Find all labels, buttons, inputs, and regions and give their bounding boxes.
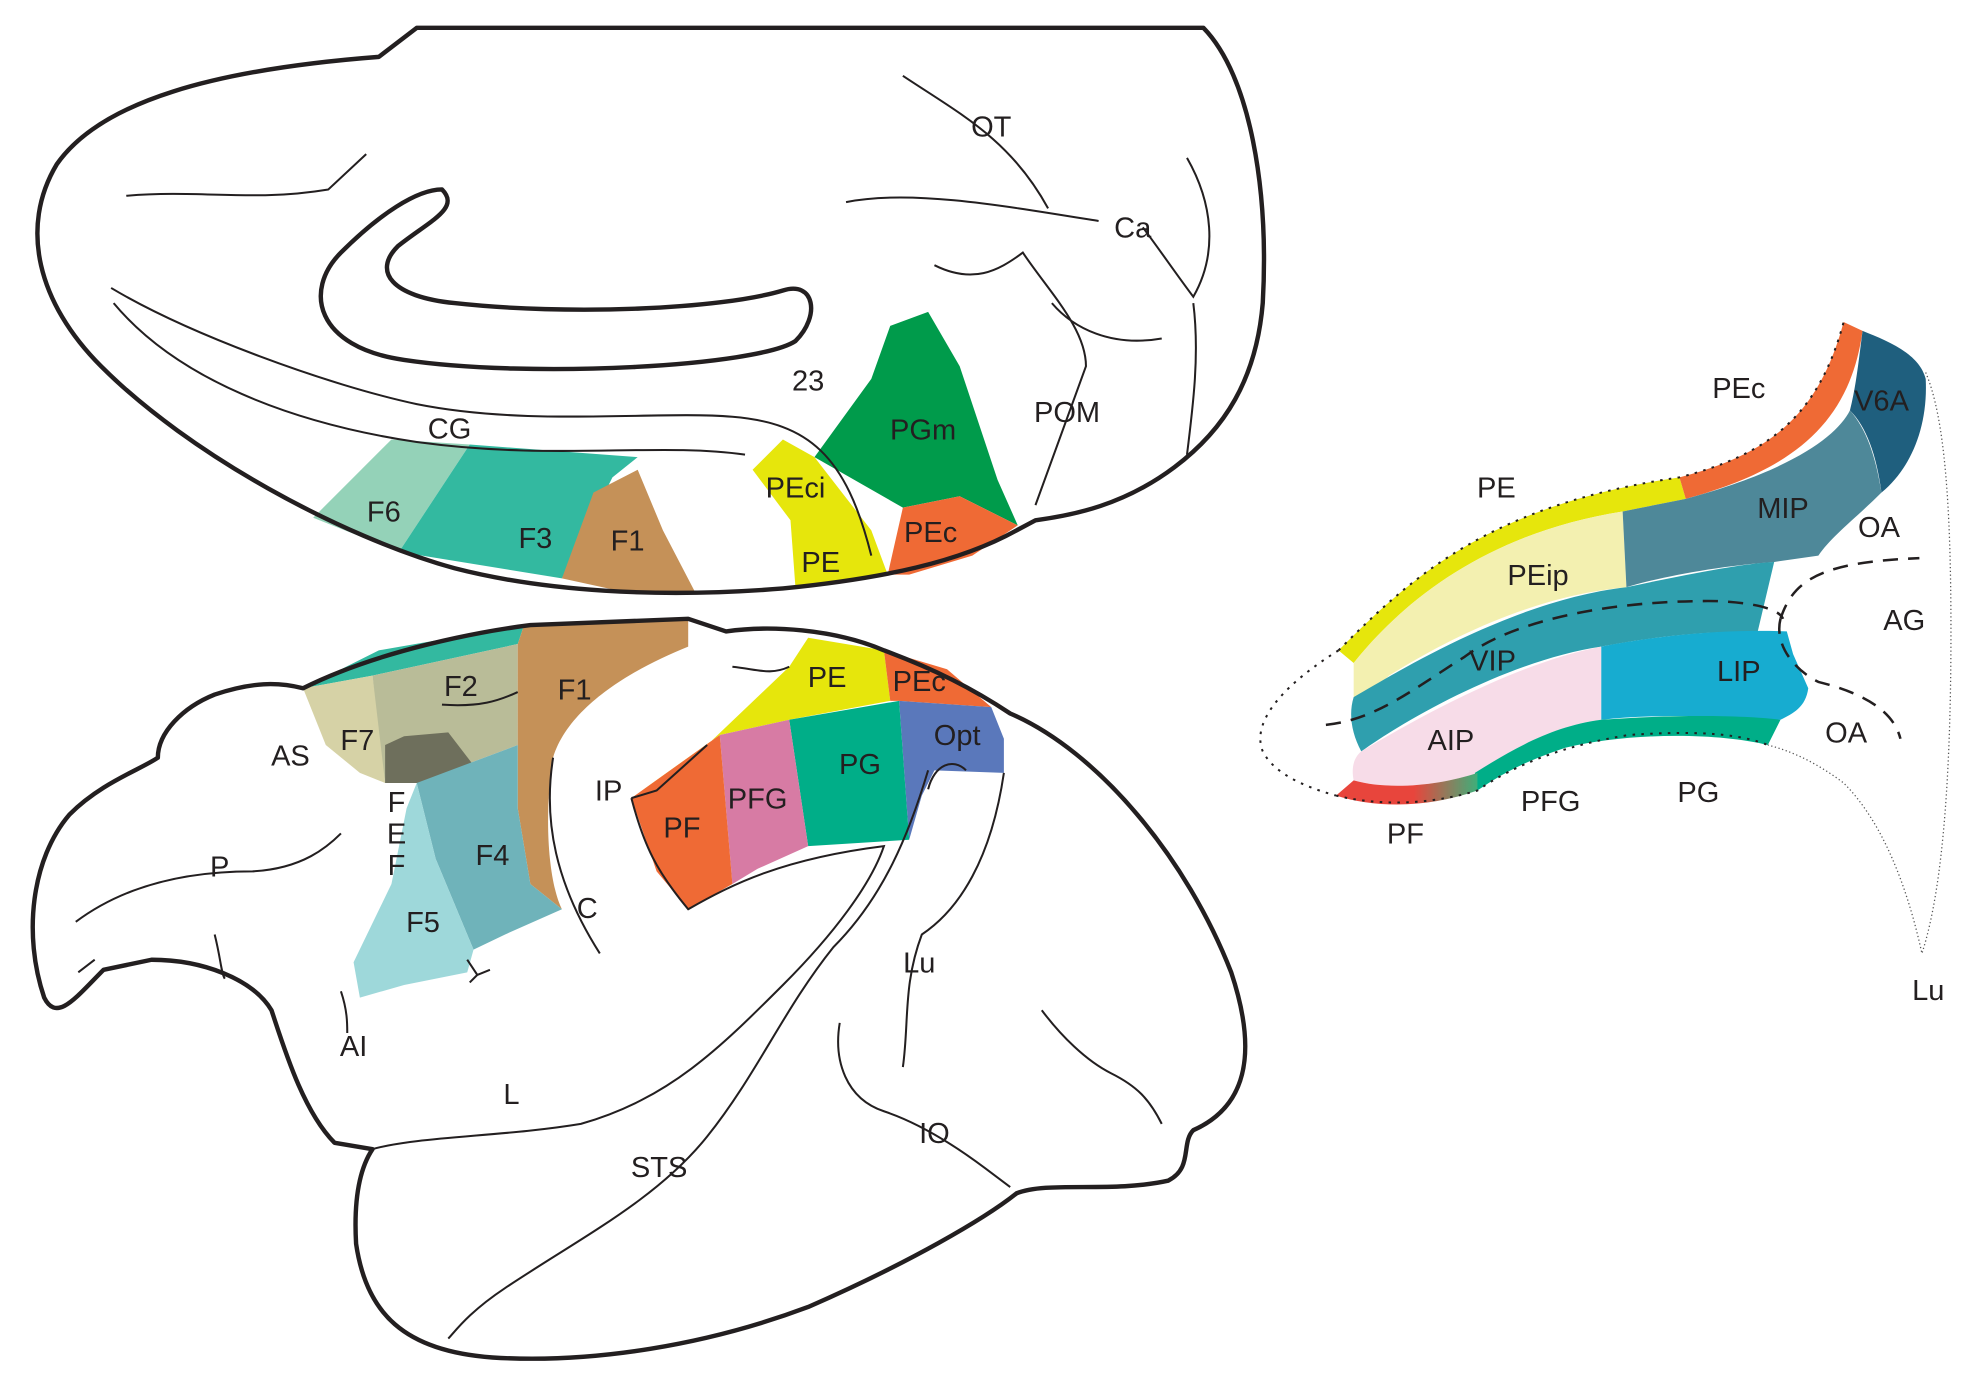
label-PE: PE xyxy=(808,662,847,694)
label-PE: PE xyxy=(801,547,840,579)
lateral-area-F4 xyxy=(416,745,562,950)
label-L: L xyxy=(503,1079,519,1111)
medial-area-PEci xyxy=(752,439,888,589)
label-STS: STS xyxy=(631,1152,687,1184)
medial-area-F1 xyxy=(561,469,695,594)
lateral-labels: F2 F1 AS F7 F E F F4 F5 P AI C IP PE PEc… xyxy=(210,662,981,1184)
label-IO: IO xyxy=(919,1118,950,1150)
medial-area-F6 xyxy=(313,439,470,552)
label-PEci: PEci xyxy=(766,473,826,505)
label-PEc: PEc xyxy=(893,666,946,698)
label-POM: POM xyxy=(1034,397,1100,429)
label-F3: F3 xyxy=(518,523,552,555)
lateral-area-F5 xyxy=(353,782,474,998)
label-PG: PG xyxy=(839,749,881,781)
label-PF: PF xyxy=(1387,819,1424,851)
lateral-hemisphere xyxy=(30,616,1248,1361)
label-PEip: PEip xyxy=(1507,560,1568,592)
label-CG: CG xyxy=(428,413,472,445)
lateral-area-F7 xyxy=(303,675,386,783)
label-PFG: PFG xyxy=(728,783,788,815)
medial-sulci xyxy=(110,74,1211,556)
label-PGm: PGm xyxy=(890,415,956,447)
flat-area-LIP xyxy=(1601,630,1809,720)
label-PE: PE xyxy=(1477,473,1516,505)
lateral-area-F1 xyxy=(517,618,689,910)
medial-outline xyxy=(35,25,1267,596)
label-Lu: Lu xyxy=(1912,975,1944,1007)
lateral-area-PE xyxy=(631,637,891,799)
label-F6: F6 xyxy=(367,497,401,529)
label-OA-2: OA xyxy=(1825,718,1868,750)
label-P: P xyxy=(210,851,229,883)
label-Ca: Ca xyxy=(1114,213,1152,245)
flat-area-VIP xyxy=(1351,561,1775,752)
label-Opt: Opt xyxy=(934,720,981,752)
flat-area-PEip xyxy=(1353,511,1627,698)
label-MIP: MIP xyxy=(1757,493,1809,525)
label-PG: PG xyxy=(1677,777,1719,809)
label-PF: PF xyxy=(663,812,700,844)
label-OT: OT xyxy=(971,112,1012,144)
lateral-area-PEc xyxy=(883,650,992,708)
medial-area-PGm xyxy=(814,311,1018,526)
label-FEF-E: E xyxy=(387,819,406,851)
lateral-area-Opt xyxy=(899,700,1004,840)
flat-area-PG xyxy=(1474,716,1781,791)
label-LIP: LIP xyxy=(1717,656,1761,688)
flat-area-AIP xyxy=(1352,646,1602,786)
flatmap-ips xyxy=(1259,321,1952,956)
label-AG: AG xyxy=(1883,605,1925,637)
label-AS: AS xyxy=(271,740,310,772)
lateral-area-PG xyxy=(789,700,910,847)
medial-labels: OT Ca 23 POM CG F6 F3 F1 PEci PGm PE PEc xyxy=(367,112,1152,580)
medial-area-PEc xyxy=(887,496,1018,575)
label-F4: F4 xyxy=(476,840,510,872)
label-OA: OA xyxy=(1858,512,1901,544)
label-AIP: AIP xyxy=(1428,725,1475,757)
label-PEc: PEc xyxy=(904,517,957,549)
label-VIP: VIP xyxy=(1469,646,1516,678)
label-F1: F1 xyxy=(611,526,645,558)
lateral-area-F2-strip xyxy=(303,625,525,689)
label-F7: F7 xyxy=(340,725,374,757)
medial-hemisphere xyxy=(35,25,1267,596)
label-FEF-F: F xyxy=(388,787,406,819)
lateral-outline xyxy=(30,616,1248,1361)
flat-area-PE xyxy=(1338,477,1686,663)
flat-area-MIP xyxy=(1622,410,1882,588)
corpus-callosum-outline xyxy=(318,187,814,372)
label-F5: F5 xyxy=(406,907,440,939)
label-C: C xyxy=(577,893,598,925)
label-PFG: PFG xyxy=(1521,786,1581,818)
flat-area-PF-PFG xyxy=(1335,772,1478,805)
flat-area-V6A xyxy=(1849,330,1926,493)
lateral-area-PFG xyxy=(719,719,809,884)
label-IP: IP xyxy=(595,776,622,808)
label-23: 23 xyxy=(792,365,824,397)
label-Lu: Lu xyxy=(903,947,935,979)
label-FEF-F2: F xyxy=(388,850,406,882)
flat-area-PEc xyxy=(1679,322,1863,499)
label-AI: AI xyxy=(340,1031,367,1063)
label-V6A: V6A xyxy=(1854,386,1910,418)
label-PEc: PEc xyxy=(1712,373,1765,405)
flatmap-labels: PEc V6A PE MIP OA PEip AG VIP LIP AIP OA… xyxy=(1387,373,1944,1007)
label-F1: F1 xyxy=(558,675,592,707)
label-F2: F2 xyxy=(444,671,478,703)
lateral-sulci xyxy=(75,665,1163,1340)
